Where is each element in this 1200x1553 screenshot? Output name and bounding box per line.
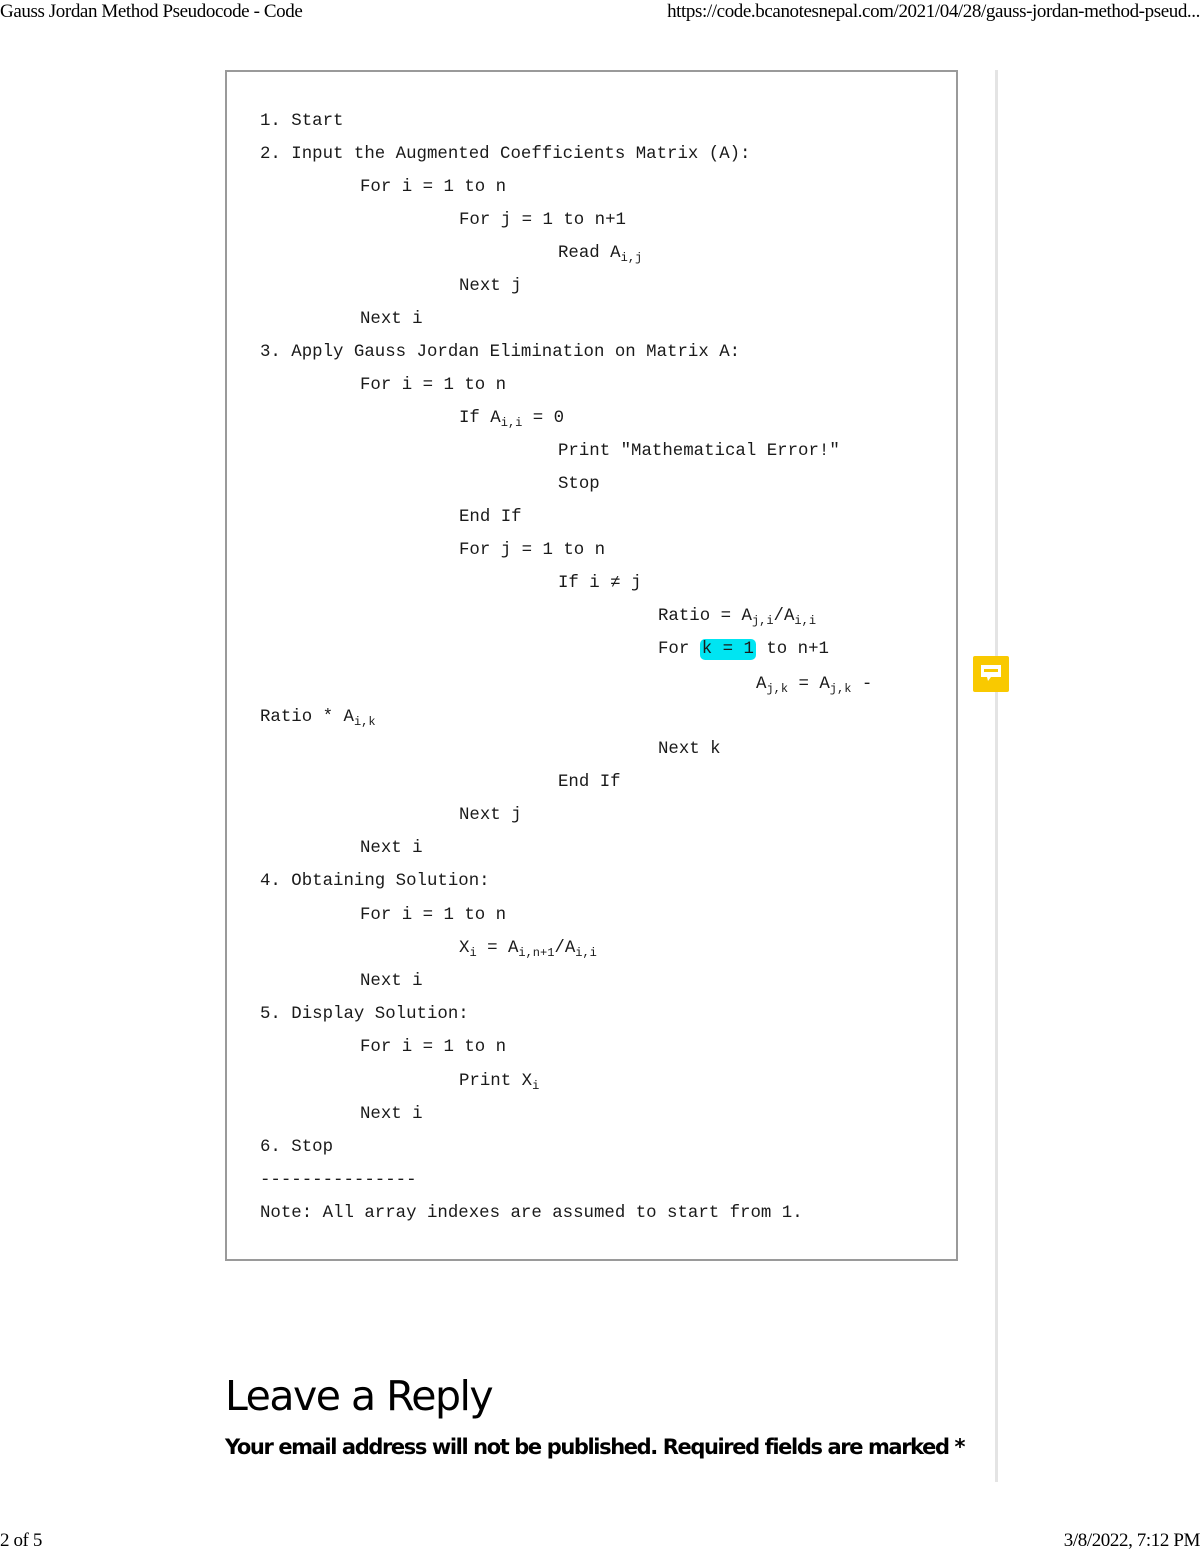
code-line: 3. Apply Gauss Jordan Elimination on Mat…	[260, 343, 741, 362]
print-footer-datetime: 3/8/2022, 7:12 PM	[1063, 1530, 1200, 1551]
code-line: 1. Start	[260, 112, 344, 131]
code-line: Next j	[459, 806, 522, 825]
reply-heading: Leave a Reply	[225, 1372, 494, 1420]
code-line: Next i	[360, 972, 423, 991]
code-line: Next i	[360, 839, 423, 858]
code-line: 2. Input the Augmented Coefficients Matr…	[260, 145, 751, 164]
code-line: For i = 1 to n	[360, 376, 507, 395]
code-line: Ratio = Aj,i/Ai,i	[658, 607, 817, 628]
code-line: End If	[459, 508, 522, 527]
print-header-title: Gauss Jordan Method Pseudocode - Code	[0, 1, 303, 22]
code-line: 5. Display Solution:	[260, 1005, 469, 1024]
code-line: For i = 1 to n	[360, 1038, 507, 1057]
highlighted-text: k = 1	[699, 639, 756, 660]
code-line: Ratio * Ai,k	[260, 708, 376, 729]
code-line: For j = 1 to n+1	[459, 211, 626, 230]
print-footer-page: 2 of 5	[0, 1530, 42, 1551]
code-line: For k = 1 to n+1	[658, 639, 829, 660]
print-header-url: https://code.bcanotesnepal.com/2021/04/2…	[667, 1, 1200, 22]
code-line: Note: All array indexes are assumed to s…	[260, 1204, 803, 1223]
code-line: 6. Stop	[260, 1138, 334, 1157]
pseudocode-block: 1. Start 2. Input the Augmented Coefficie…	[225, 70, 958, 1261]
code-line: Read Ai,j	[558, 244, 643, 265]
code-line: Stop	[558, 475, 600, 494]
code-line: Next i	[360, 310, 423, 329]
code-line: For i = 1 to n	[360, 906, 507, 925]
code-line: Xi = Ai,n+1/Ai,i	[459, 939, 597, 960]
code-line: 4. Obtaining Solution:	[260, 872, 490, 891]
code-line: Next i	[360, 1105, 423, 1124]
code-line: For i = 1 to n	[360, 178, 507, 197]
code-line: ---------------	[260, 1171, 417, 1190]
code-line: If i ≠ j	[558, 574, 642, 593]
code-line: Aj,k = Aj,k -	[756, 675, 873, 696]
code-line: Print "Mathematical Error!"	[558, 442, 840, 461]
comment-button[interactable]	[973, 656, 1009, 692]
comment-icon	[981, 665, 1001, 681]
sidebar-divider	[995, 70, 998, 1482]
code-line: End If	[558, 773, 621, 792]
code-line: For j = 1 to n	[459, 541, 606, 560]
reply-notice: Your email address will not be published…	[225, 1435, 966, 1459]
code-line: Next j	[459, 277, 522, 296]
code-line: Print Xi	[459, 1072, 540, 1093]
code-line: If Ai,i = 0	[459, 409, 565, 430]
code-line: Next k	[658, 740, 721, 759]
